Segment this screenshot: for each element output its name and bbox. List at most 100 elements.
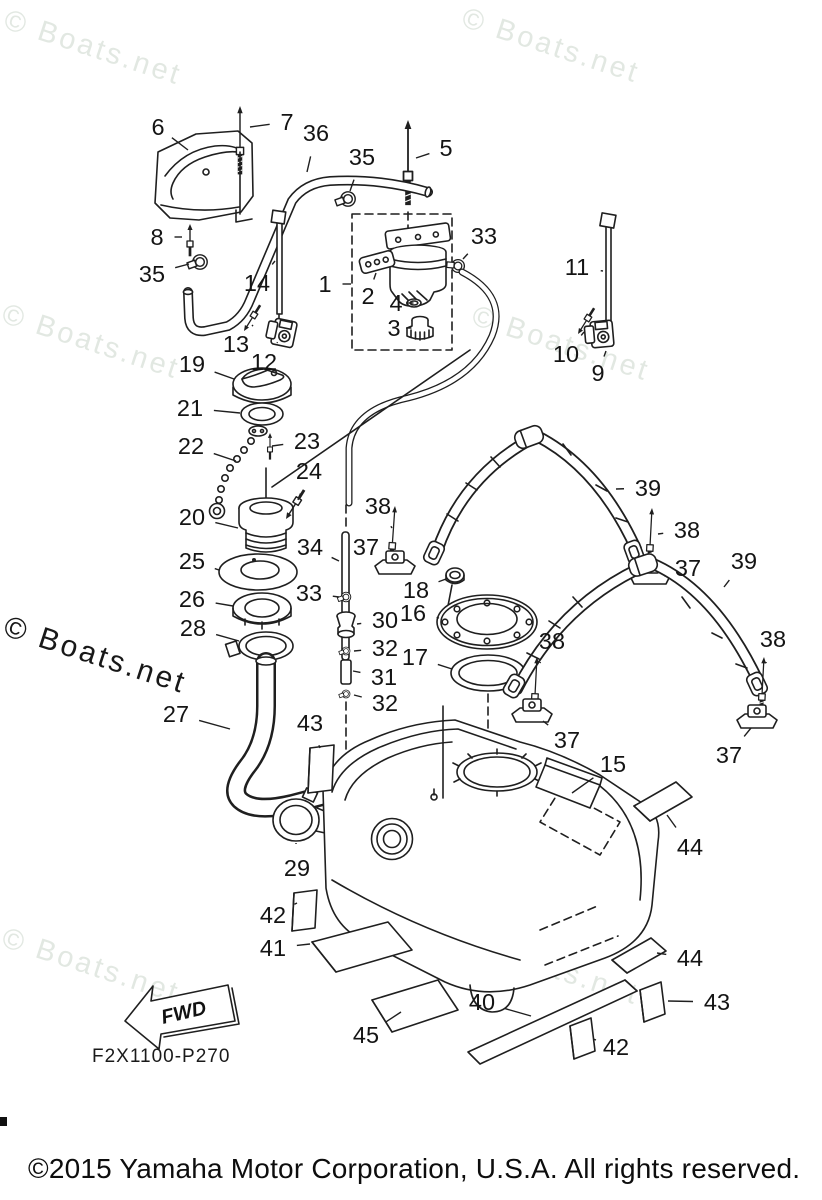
part-callout-37: 37 <box>675 555 701 581</box>
copyright-text: ©2015 Yamaha Motor Corporation, U.S.A. A… <box>28 1153 801 1184</box>
leader-line-15 <box>571 777 594 794</box>
part-callout-19: 19 <box>179 351 205 377</box>
part-callout-32: 32 <box>372 690 398 716</box>
leader-line-24 <box>297 493 302 501</box>
leader-line-5 <box>415 152 430 159</box>
part-callout-35: 35 <box>349 144 375 170</box>
leader-line-38 <box>657 532 664 535</box>
leader-line-12 <box>276 341 279 344</box>
tank-strap-front <box>374 424 671 585</box>
leader-line-25 <box>214 567 220 571</box>
fwd-arrow-icon: FWD <box>124 984 240 1050</box>
leader-line-45 <box>385 1011 402 1023</box>
pickup-tube-column <box>336 504 356 763</box>
fuel-tank <box>322 705 660 1013</box>
part-callout-41: 41 <box>260 935 286 961</box>
part-callout-18: 18 <box>403 577 429 603</box>
fuel-filter-assembly <box>351 213 453 351</box>
leader-line-22 <box>213 452 237 462</box>
vent-hose-36 <box>182 175 433 337</box>
leader-line-26 <box>215 602 234 607</box>
part-callout-30: 30 <box>372 607 398 633</box>
part-callout-17: 17 <box>402 644 428 670</box>
filler-neck <box>218 467 309 661</box>
cap-chain-22 <box>208 436 256 520</box>
part-callout-29: 29 <box>284 855 310 881</box>
fuel-sender-unit <box>436 567 538 753</box>
part-callout-38: 38 <box>674 517 700 543</box>
leader-line-19 <box>214 371 235 380</box>
leader-line-31 <box>352 670 361 674</box>
filler-cap <box>232 367 292 461</box>
part-callout-16: 16 <box>400 600 426 626</box>
part-callout-9: 9 <box>591 360 604 386</box>
part-callout-1: 1 <box>318 271 331 297</box>
leader-line-42 <box>593 1038 597 1041</box>
part-callout-34: 34 <box>297 534 323 560</box>
leader-line-44 <box>656 952 667 956</box>
clamp-35b <box>186 254 208 270</box>
leader-line-43 <box>667 1000 694 1003</box>
part-callout-44: 44 <box>677 945 703 971</box>
part-callout-22: 22 <box>178 433 204 459</box>
part-callout-40: 40 <box>469 989 495 1015</box>
leader-line-7 <box>249 123 270 128</box>
leader-line-13 <box>251 324 254 327</box>
part-callout-15: 15 <box>600 751 626 777</box>
part-callout-38: 38 <box>365 493 391 519</box>
part-callout-45: 45 <box>353 1022 379 1048</box>
scan-artifact <box>0 1117 7 1126</box>
part-callout-6: 6 <box>151 114 164 140</box>
part-callout-33: 33 <box>471 223 497 249</box>
fitting-12 <box>263 315 299 349</box>
leader-line-32 <box>353 694 362 698</box>
leader-line-32 <box>353 649 362 652</box>
leader-line-34 <box>331 556 340 562</box>
leader-line-14 <box>271 260 276 265</box>
leader-line-43 <box>318 745 321 749</box>
leader-line-30 <box>356 622 362 625</box>
leader-line-10 <box>580 331 585 336</box>
part-callout-7: 7 <box>280 109 293 135</box>
tie-band-11 <box>599 212 617 323</box>
part-callout-37: 37 <box>554 727 580 753</box>
fuel-line <box>271 254 500 507</box>
part-callout-32: 32 <box>372 635 398 661</box>
leader-line-18 <box>438 578 447 583</box>
part-callout-44: 44 <box>677 834 703 860</box>
leader-line-40 <box>504 1007 532 1017</box>
part-callout-35: 35 <box>139 261 165 287</box>
part-callout-26: 26 <box>179 586 205 612</box>
part-callout-42: 42 <box>260 902 286 928</box>
leader-line-6 <box>171 137 189 151</box>
tank-strap-rear <box>502 553 778 729</box>
leader-line-37 <box>542 720 549 726</box>
cushion-pads <box>291 744 693 1065</box>
part-callout-31: 31 <box>371 664 397 690</box>
leader-line-42 <box>294 902 298 905</box>
leader-line-23 <box>271 443 284 447</box>
fuel-cock-cover <box>154 130 254 223</box>
leader-line-35 <box>349 179 355 192</box>
leader-line-39 <box>723 579 730 588</box>
leader-line-38 <box>390 525 393 529</box>
clamp-35a <box>334 191 356 207</box>
fitting-9 <box>583 319 615 350</box>
leader-line-33 <box>332 595 340 598</box>
screw-7 <box>236 106 243 215</box>
part-callout-39: 39 <box>635 475 661 501</box>
part-callout-28: 28 <box>180 615 206 641</box>
part-callout-2: 2 <box>361 283 374 309</box>
leader-line-35 <box>174 263 190 269</box>
part-callout-14: 14 <box>244 270 270 296</box>
part-callout-27: 27 <box>163 701 189 727</box>
part-callout-38: 38 <box>760 626 786 652</box>
leader-line-36 <box>306 156 312 173</box>
leader-line-33 <box>462 253 469 260</box>
part-callout-4: 4 <box>389 290 402 316</box>
part-callout-12: 12 <box>251 349 277 375</box>
part-callout-37: 37 <box>353 534 379 560</box>
part-callout-21: 21 <box>177 395 203 421</box>
leader-line-37 <box>743 727 752 737</box>
